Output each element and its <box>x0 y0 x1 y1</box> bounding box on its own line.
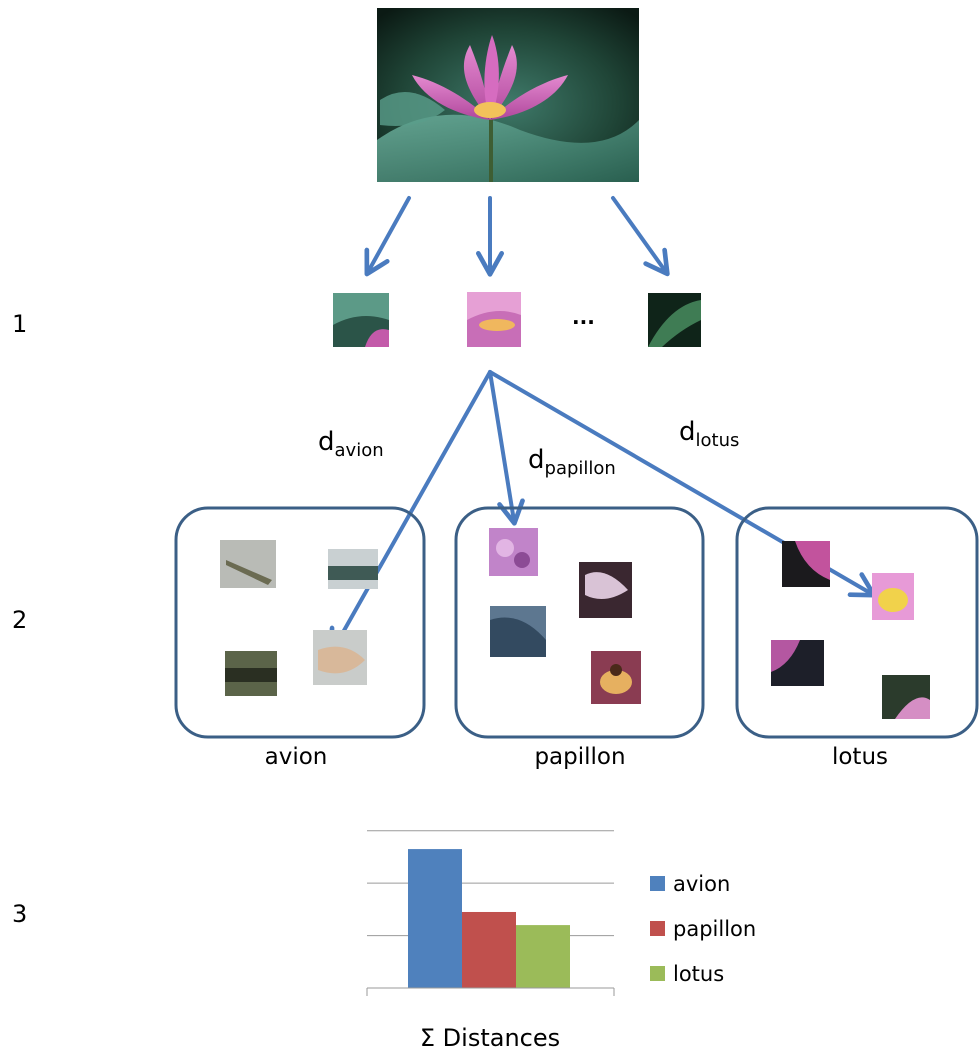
legend-swatch-avion <box>650 876 665 891</box>
papillon-patch-3 <box>490 606 546 657</box>
group-label-papillon: papillon <box>534 744 625 770</box>
papillon-patch-4 <box>591 651 641 704</box>
label-d-lotus: dlotus <box>679 417 739 451</box>
label-d-papillon: dpapillon <box>528 445 616 479</box>
bar-avion <box>408 849 462 988</box>
label-d-avion: davion <box>318 427 384 461</box>
source-image <box>377 8 639 182</box>
arrow-to-patch-3 <box>611 196 670 277</box>
bar-lotus <box>516 925 570 988</box>
avion-patch-4 <box>313 630 367 685</box>
group-box-lotus <box>735 506 979 739</box>
avion-patch-3 <box>225 651 277 696</box>
step-3: 3 <box>12 900 27 928</box>
bar-papillon <box>462 911 516 988</box>
patch-3 <box>648 293 701 347</box>
ellipsis: ... <box>572 305 595 329</box>
papillon-patch-2 <box>579 562 632 618</box>
arrow-d-papillon <box>488 370 525 526</box>
legend-swatch-lotus <box>650 966 665 981</box>
group-box-avion <box>174 506 426 739</box>
group-label-avion: avion <box>265 744 328 770</box>
legend-label-avion: avion <box>673 872 730 896</box>
extraction-arrows <box>364 196 670 277</box>
lotus-patch-3 <box>771 640 824 686</box>
step-1: 1 <box>12 310 27 338</box>
avion-patch-1 <box>220 540 276 588</box>
arrow-d-avion <box>329 370 492 655</box>
avion-patch-2 <box>328 549 378 589</box>
group-label-lotus: lotus <box>832 744 888 770</box>
legend-swatch-papillon <box>650 921 665 936</box>
arrow-to-patch-1 <box>364 196 411 277</box>
group-box-papillon <box>454 506 705 739</box>
papillon-patch-1 <box>489 528 538 576</box>
lotus-patch-1 <box>782 541 830 587</box>
legend-label-papillon: papillon <box>673 917 756 941</box>
step-2: 2 <box>12 606 27 634</box>
lotus-patch-2 <box>872 573 914 620</box>
patch-1 <box>333 293 389 347</box>
distance-bar-chart: Σ Distances avion papillon lotus <box>366 830 756 1052</box>
legend-label-lotus: lotus <box>673 962 724 986</box>
x-axis-label: Σ Distances <box>420 1024 560 1052</box>
lotus-patch-4 <box>882 675 930 719</box>
patch-2 <box>467 292 521 347</box>
